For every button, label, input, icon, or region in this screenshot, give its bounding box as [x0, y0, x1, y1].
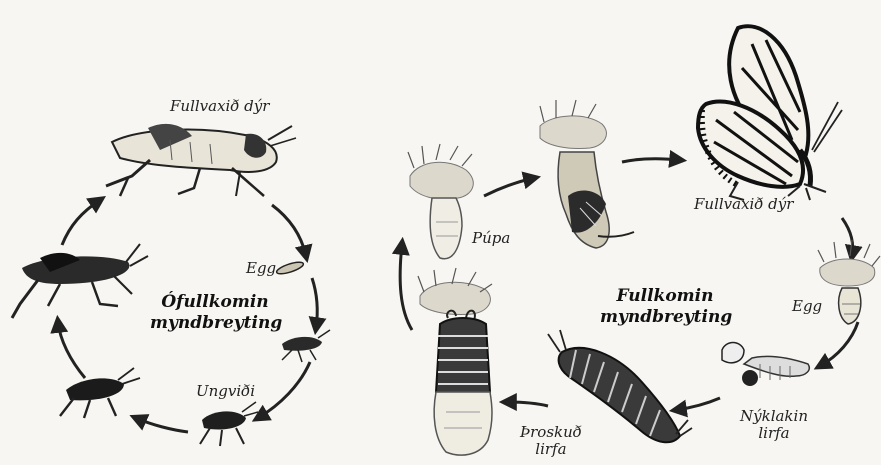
arrow-adult-to-egg [272, 205, 306, 256]
label-pupa: Púpa [472, 230, 510, 247]
mature-larva-line2: lirfa [520, 441, 582, 458]
grasshopper-nymph-small-icon [282, 330, 330, 362]
label-young-larva: Nýklakin lirfa [740, 408, 808, 442]
arrow-larva-to-pupa [400, 244, 412, 330]
arrow-young-to-mature [676, 398, 720, 410]
grasshopper-young-icon [60, 368, 140, 418]
arrow-pupa-to-emerging [484, 178, 534, 196]
incomplete-title-line2: myndbreyting [150, 313, 280, 334]
label-grasshopper-egg: Egg [246, 260, 276, 277]
incomplete-metamorphosis-title: Ófullkomin myndbreyting [150, 292, 280, 334]
arrow-nymph2-to-young [136, 418, 188, 432]
emerging-butterfly-icon [540, 100, 634, 248]
mature-larva-line1: Þroskuð [520, 424, 582, 441]
complete-metamorphosis-title: Fullkomin myndbreyting [600, 286, 730, 328]
incomplete-title-line1: Ófullkomin [150, 292, 280, 313]
butterfly-egg-icon [818, 240, 880, 324]
label-grasshopper-adult: Fullvaxið dýr [170, 98, 269, 115]
grasshopper-nymph-icon [200, 402, 258, 446]
arrow-nymph-to-nymph2 [258, 362, 310, 418]
grasshopper-egg-icon [275, 260, 304, 276]
young-larva-line2: lirfa [740, 425, 808, 442]
arrow-emerging-to-adult [622, 159, 680, 162]
arrow-egg-to-young-larva [820, 322, 858, 366]
young-larva-icon [722, 343, 809, 387]
grasshopper-adult-icon [106, 124, 296, 196]
complete-title-line1: Fullkomin [600, 286, 730, 307]
label-grasshopper-nymph: Ungviði [196, 383, 255, 400]
butterfly-adult-icon [698, 26, 842, 200]
label-mature-larva: Þroskuð lirfa [520, 424, 582, 458]
young-larva-line1: Nýklakin [740, 408, 808, 425]
arrow-mature-to-pupa-larva [506, 402, 548, 406]
arrow-grown-to-adult [62, 200, 100, 245]
label-butterfly-adult: Fullvaxið dýr [694, 196, 793, 213]
label-butterfly-egg: Egg [792, 298, 822, 315]
grasshopper-grown-icon [12, 244, 148, 318]
arrow-egg-to-nymph [312, 278, 317, 328]
pupating-larva-icon [418, 268, 492, 455]
arrow-young-to-grown [58, 322, 85, 378]
complete-title-line2: myndbreyting [600, 307, 730, 328]
pupa-icon [408, 144, 473, 259]
